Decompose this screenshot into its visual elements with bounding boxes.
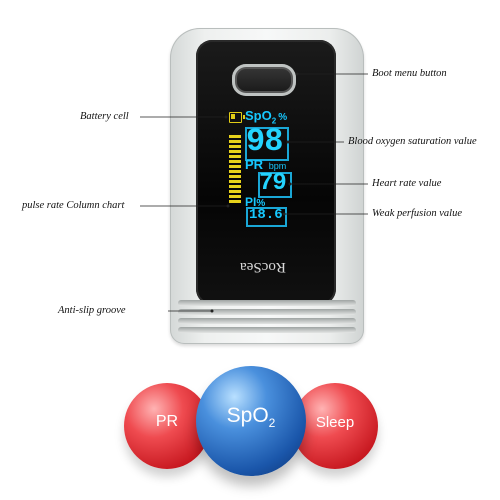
label-battery-cell: Battery cell — [80, 111, 129, 122]
spo2-value: 98 — [246, 123, 283, 160]
label-heart-rate-value: Heart rate value — [372, 178, 442, 189]
spo2-label: SpO2% — [245, 108, 288, 126]
pr-value: 79 — [259, 170, 287, 197]
heart-leader-dot — [288, 182, 292, 186]
anti-slip-groove-4 — [178, 327, 356, 333]
spo2-leader-dot — [286, 140, 290, 144]
pulse-bar-segment — [229, 145, 241, 148]
label-boot-menu-button: Boot menu button — [372, 68, 447, 79]
perfusion-leader-dot — [282, 212, 286, 216]
pi-value-box — [246, 207, 287, 227]
pulse-bar-segment — [229, 135, 241, 138]
spo2-sphere-label: SpO2 — [226, 404, 276, 431]
spo2-sphere: SpO2 — [196, 366, 306, 476]
pulse-bar-segment — [229, 195, 241, 198]
pulse-bar-segment — [229, 140, 241, 143]
pulse-bar-segment — [229, 155, 241, 158]
boot-menu-button[interactable] — [232, 64, 296, 96]
label-pulse-rate-chart: pulse rate Column chart — [22, 200, 125, 211]
anti-slip-groove-2 — [178, 309, 356, 315]
pulse-bar-segment — [229, 180, 241, 183]
pulse-leader-dot — [226, 204, 230, 208]
pulse-bar-segment — [229, 160, 241, 163]
pulse-bar-segment — [229, 185, 241, 188]
battery-leader-dot — [224, 115, 228, 119]
label-spo2-value: Blood oxygen saturation value — [348, 136, 477, 147]
pr-label: PR bpm — [245, 157, 287, 172]
spo2-value-box — [245, 127, 289, 161]
pr-sphere-label: PR — [155, 413, 179, 430]
battery-icon — [229, 112, 245, 123]
boot-leader-dot — [295, 72, 299, 76]
sleep-sphere: Sleep — [292, 383, 378, 469]
anti-slip-groove-3 — [178, 318, 356, 324]
pi-label: PI% — [245, 195, 266, 209]
sleep-sphere-label: Sleep — [315, 414, 355, 431]
pulse-bar-segment — [229, 170, 241, 173]
pulse-bar-segment — [229, 175, 241, 178]
label-anti-slip-groove: Anti-slip groove — [58, 305, 126, 316]
groove-leader-dot — [210, 309, 214, 313]
pulse-bar-segment — [229, 165, 241, 168]
pr-sphere: PR — [124, 383, 210, 469]
pulse-bar-segment — [229, 150, 241, 153]
pulse-bar-segment — [229, 200, 241, 203]
label-weak-perfusion-value: Weak perfusion value — [372, 208, 463, 219]
pi-value: 18.6 — [249, 207, 283, 223]
pulse-bar-segment — [229, 190, 241, 193]
anti-slip-groove-1 — [178, 300, 356, 306]
